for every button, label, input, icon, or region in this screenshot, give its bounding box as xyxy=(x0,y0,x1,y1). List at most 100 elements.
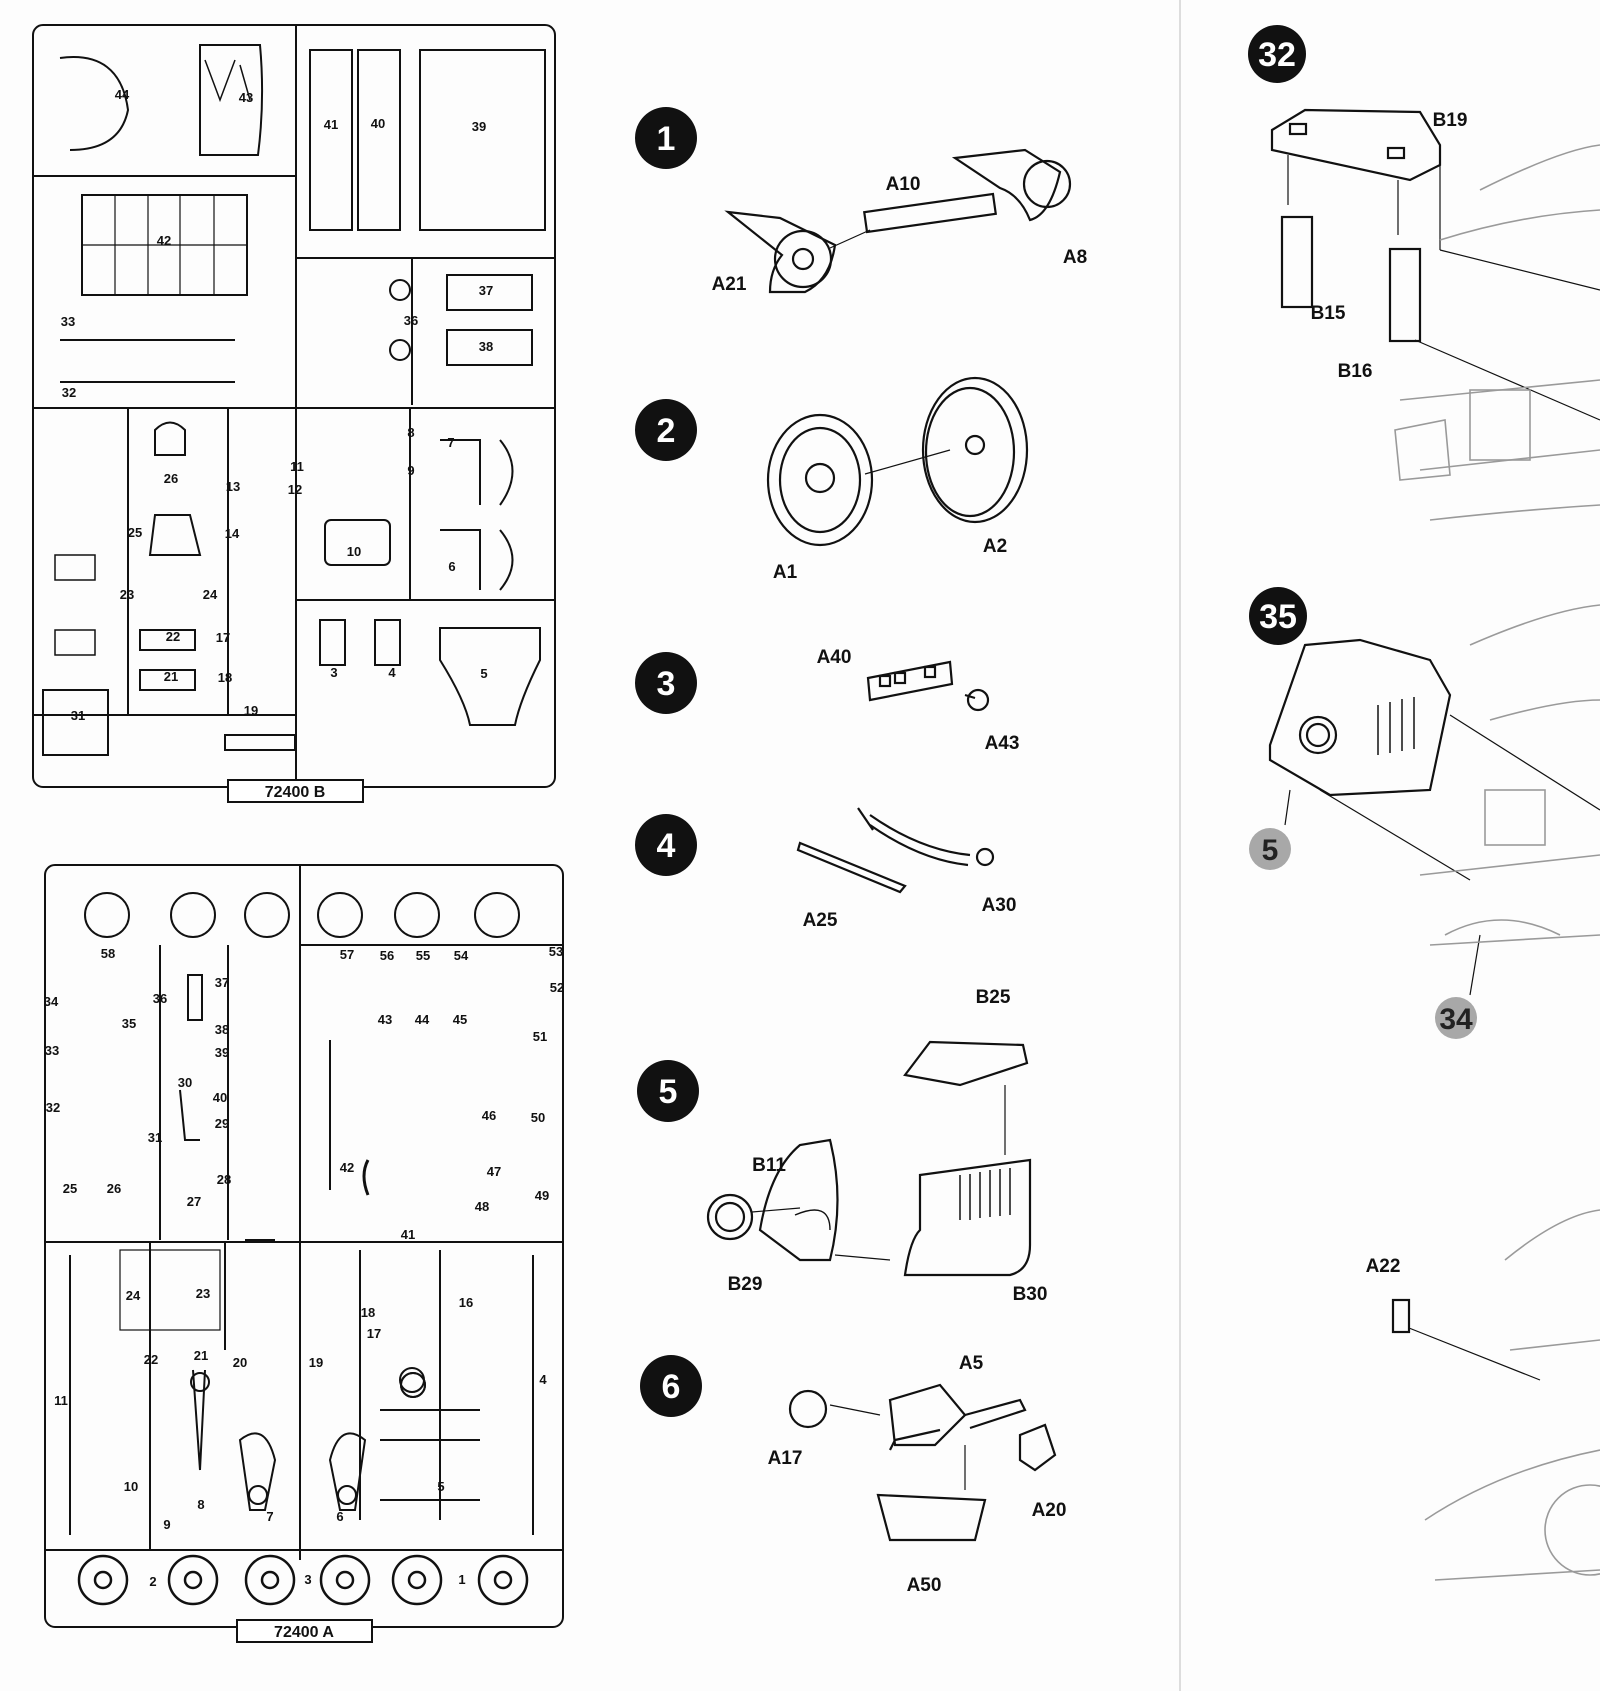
part-number: 1 xyxy=(458,1572,465,1587)
sprue-a-tag xyxy=(236,1619,373,1643)
part-number: 50 xyxy=(531,1110,545,1125)
step-35-badge: 35 xyxy=(1249,587,1307,645)
part-number: 8 xyxy=(197,1497,204,1512)
sprue-a-label: 72400 A xyxy=(274,1624,334,1641)
part-number: 32 xyxy=(46,1100,60,1115)
part-label-b11: B11 xyxy=(752,1155,786,1176)
step-32-badge: 32 xyxy=(1248,25,1306,83)
sprue-a-part-numbers: 58 57 56 55 54 53 52 34 35 36 37 38 39 3… xyxy=(44,944,564,1589)
part-label-b30: B30 xyxy=(1013,1284,1048,1305)
part-number: 19 xyxy=(309,1355,323,1370)
vehicle-ghost-a22 xyxy=(1424,1209,1600,1581)
part-number: 40 xyxy=(213,1090,227,1105)
step-number: 1 xyxy=(657,120,676,158)
part-label-a10: A10 xyxy=(886,174,921,195)
part-number: 48 xyxy=(475,1199,489,1214)
sprue-a xyxy=(44,864,564,1628)
part-label-a1: A1 xyxy=(773,562,798,583)
part-number: 39 xyxy=(472,119,486,134)
part-number: 38 xyxy=(479,339,493,354)
part-number: 49 xyxy=(535,1188,549,1203)
part-number: 53 xyxy=(549,944,563,959)
part-number: 47 xyxy=(487,1164,501,1179)
step-2-badge: 2 xyxy=(635,399,697,461)
step-number: 2 xyxy=(657,412,676,450)
part-number: 5 xyxy=(437,1479,444,1494)
step-1-drawing xyxy=(724,148,1072,294)
part-number: 33 xyxy=(45,1043,59,1058)
part-number: 32 xyxy=(62,385,76,400)
part-number: 44 xyxy=(415,1012,430,1027)
part-number: 6 xyxy=(336,1509,343,1524)
step-5-badge: 5 xyxy=(637,1060,699,1122)
ref-step-5-badge: 5 xyxy=(1249,828,1291,870)
sprue-b-label: 72400 B xyxy=(265,784,326,801)
part-number: 56 xyxy=(380,948,394,963)
vehicle-ghost-35 xyxy=(1419,604,1600,946)
part-number: 24 xyxy=(203,587,218,602)
part-number: 10 xyxy=(124,1479,138,1494)
part-label-b29: B29 xyxy=(728,1274,763,1295)
part-number: 57 xyxy=(340,947,354,962)
part-number: 12 xyxy=(288,482,302,497)
step-number: 32 xyxy=(1258,36,1296,74)
part-label-a20: A20 xyxy=(1032,1500,1067,1521)
part-number: 20 xyxy=(233,1355,247,1370)
part-number: 55 xyxy=(416,948,430,963)
part-number: 9 xyxy=(407,463,414,478)
step-6-drawing xyxy=(788,1383,1057,1542)
part-number: 35 xyxy=(122,1016,136,1031)
part-number: 39 xyxy=(215,1045,229,1060)
step-ref-number: 5 xyxy=(1262,834,1279,867)
part-label-b19: B19 xyxy=(1433,110,1468,131)
a22-drawing xyxy=(1391,1298,1541,1381)
part-label-b16: B16 xyxy=(1338,361,1373,382)
step-32-drawing xyxy=(1270,108,1600,421)
part-number: 3 xyxy=(330,665,337,680)
step-number: 5 xyxy=(659,1073,678,1111)
part-number: 21 xyxy=(194,1348,208,1363)
part-label-a43: A43 xyxy=(985,733,1020,754)
step-ref-number: 34 xyxy=(1439,1003,1473,1036)
part-number: 21 xyxy=(164,669,178,684)
part-number: 43 xyxy=(239,90,253,105)
part-number: 31 xyxy=(71,708,85,723)
part-number: 33 xyxy=(61,314,75,329)
part-label-a5: A5 xyxy=(959,1353,984,1374)
part-number: 8 xyxy=(407,425,414,440)
part-number: 16 xyxy=(459,1295,473,1310)
part-number: 42 xyxy=(157,233,171,248)
part-number: 44 xyxy=(115,87,130,102)
part-number: 5 xyxy=(480,666,487,681)
sprue-b-tag xyxy=(227,779,364,803)
step-number: 3 xyxy=(657,665,676,703)
part-number: 29 xyxy=(215,1116,229,1131)
part-number: 36 xyxy=(153,991,167,1006)
part-number: 17 xyxy=(216,630,230,645)
part-number: 7 xyxy=(266,1509,273,1524)
step-6-badge: 6 xyxy=(640,1355,702,1417)
step-3-badge: 3 xyxy=(635,652,697,714)
part-number: 13 xyxy=(226,479,240,494)
step-number: 6 xyxy=(662,1368,681,1406)
step-badges: 1 2 3 4 5 6 32 35 5 34 xyxy=(635,25,1477,1417)
part-label-b25: B25 xyxy=(976,987,1011,1008)
step-35-drawing xyxy=(1268,638,1600,996)
part-number: 3 xyxy=(304,1572,311,1587)
part-number: 28 xyxy=(217,1172,231,1187)
part-label-a30: A30 xyxy=(982,895,1017,916)
part-label-a40: A40 xyxy=(817,647,852,668)
part-label-a25: A25 xyxy=(803,910,838,931)
step-5-drawing xyxy=(706,1040,1032,1277)
part-number: 23 xyxy=(196,1286,210,1301)
part-number: 25 xyxy=(63,1181,77,1196)
part-number: 26 xyxy=(107,1181,121,1196)
step-2-drawing xyxy=(766,376,1029,547)
part-number: 11 xyxy=(290,459,304,474)
part-number: 11 xyxy=(54,1393,68,1408)
part-number: 26 xyxy=(164,471,178,486)
part-number: 34 xyxy=(44,994,59,1009)
part-number: 14 xyxy=(225,526,240,541)
part-number: 38 xyxy=(215,1022,229,1037)
part-number: 2 xyxy=(149,1574,156,1589)
